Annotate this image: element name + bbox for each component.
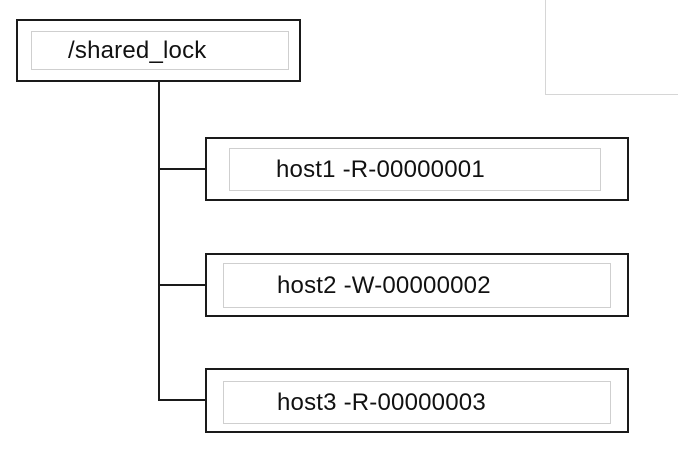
root-node-label: /shared_lock (31, 31, 289, 70)
tree-trunk-connector (158, 81, 160, 400)
child-node-label: host1 -R-00000001 (229, 148, 601, 191)
child-node-host1: host1 -R-00000001 (205, 137, 629, 201)
root-node: /shared_lock (16, 19, 301, 82)
branch-connector-2 (158, 284, 207, 286)
corner-frame (545, 0, 678, 95)
branch-connector-3 (158, 399, 207, 401)
child-node-host3: host3 -R-00000003 (205, 368, 629, 433)
child-node-host2: host2 -W-00000002 (205, 253, 629, 317)
child-node-label: host2 -W-00000002 (223, 263, 611, 308)
branch-connector-1 (158, 168, 207, 170)
child-node-label: host3 -R-00000003 (223, 381, 611, 424)
